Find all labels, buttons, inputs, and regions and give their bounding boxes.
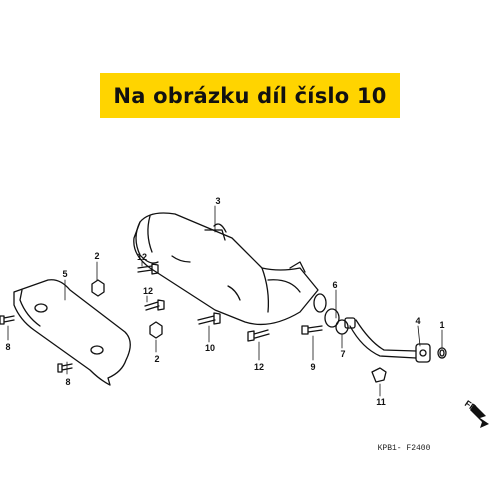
callout-1: 1 xyxy=(439,320,444,330)
callout-8: 8 xyxy=(65,377,70,387)
callout-3: 3 xyxy=(215,196,220,206)
callout-4: 4 xyxy=(415,316,420,326)
callout-labels: 2 3 5 12 12 2 10 12 9 6 7 4 1 11 8 8 xyxy=(5,196,444,407)
callout-12: 12 xyxy=(143,286,153,296)
callout-8: 8 xyxy=(5,342,10,352)
part-number-banner: Na obrázku díl číslo 10 xyxy=(100,73,400,118)
callout-11: 11 xyxy=(376,397,386,407)
callout-12: 12 xyxy=(137,252,147,262)
exhaust-pipe-part xyxy=(344,317,431,363)
banner-text: Na obrázku díl číslo 10 xyxy=(113,83,387,108)
callout-10: 10 xyxy=(205,343,215,353)
callout-2: 2 xyxy=(154,354,159,364)
callout-12: 12 xyxy=(254,362,264,372)
drawing-code: KPB1- F2400 xyxy=(378,444,431,453)
front-direction-arrow-icon: FR. xyxy=(463,398,489,428)
nut-parts xyxy=(91,279,163,339)
bolt-parts xyxy=(0,263,387,383)
callout-5: 5 xyxy=(62,269,67,279)
muffler-part xyxy=(133,212,319,326)
callout-6: 6 xyxy=(332,280,337,290)
callout-9: 9 xyxy=(310,362,315,372)
joint-clamp-part xyxy=(313,293,349,335)
callout-2: 2 xyxy=(94,251,99,261)
heat-shield-part xyxy=(13,279,131,386)
leader-lines xyxy=(7,205,443,397)
callout-7: 7 xyxy=(340,349,345,359)
gasket-part xyxy=(437,347,447,359)
